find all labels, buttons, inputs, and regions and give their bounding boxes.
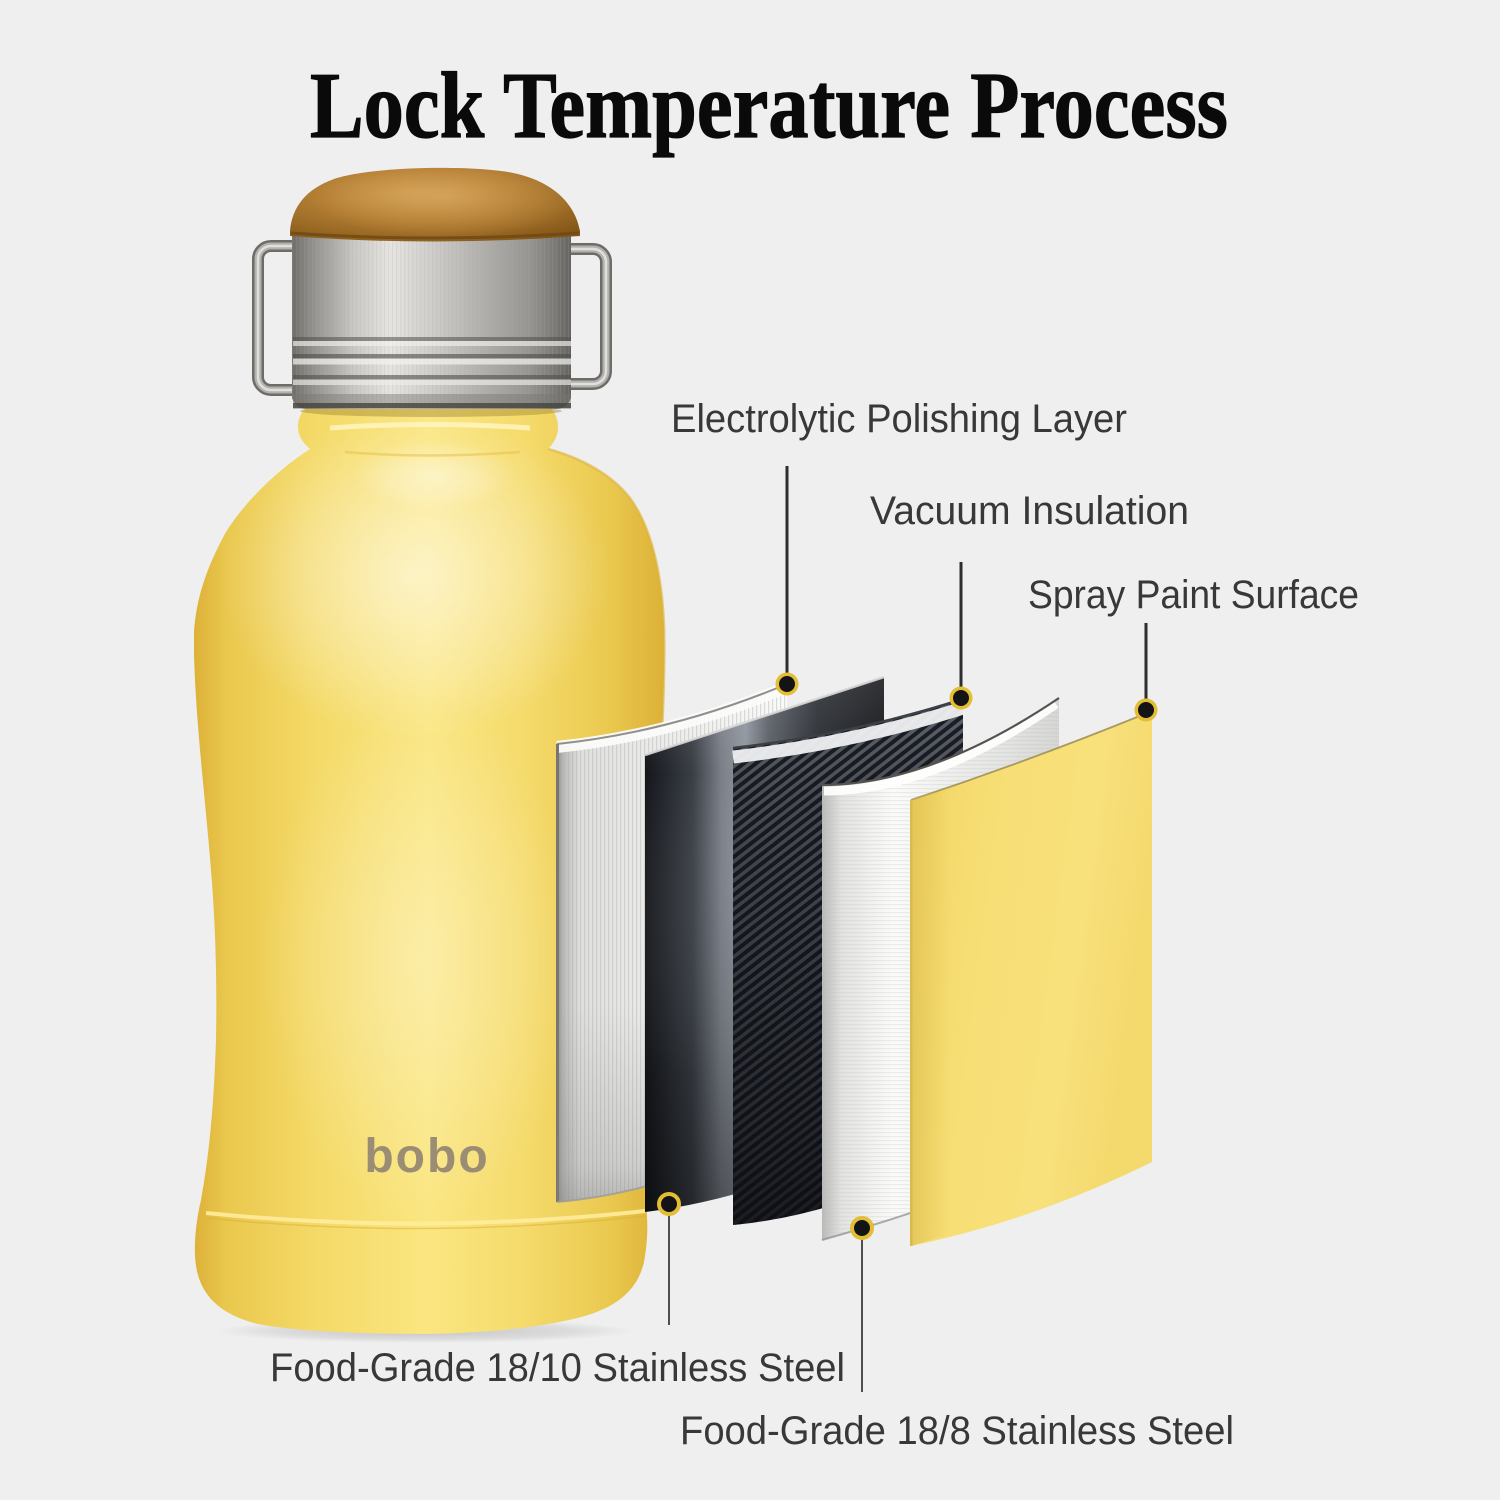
svg-text:bobo: bobo <box>364 1130 489 1183</box>
svg-text:Food-Grade 18/8 Stainless Stee: Food-Grade 18/8 Stainless Steel <box>680 1409 1234 1453</box>
svg-text:Food-Grade 18/10 Stainless Ste: Food-Grade 18/10 Stainless Steel <box>270 1346 845 1390</box>
svg-text:Lock Temperature Process: Lock Temperature Process <box>310 54 1228 158</box>
svg-text:Spray Paint Surface: Spray Paint Surface <box>1028 573 1359 617</box>
svg-text:Vacuum Insulation: Vacuum Insulation <box>870 489 1189 533</box>
svg-text:Electrolytic Polishing Layer: Electrolytic Polishing Layer <box>671 397 1127 441</box>
